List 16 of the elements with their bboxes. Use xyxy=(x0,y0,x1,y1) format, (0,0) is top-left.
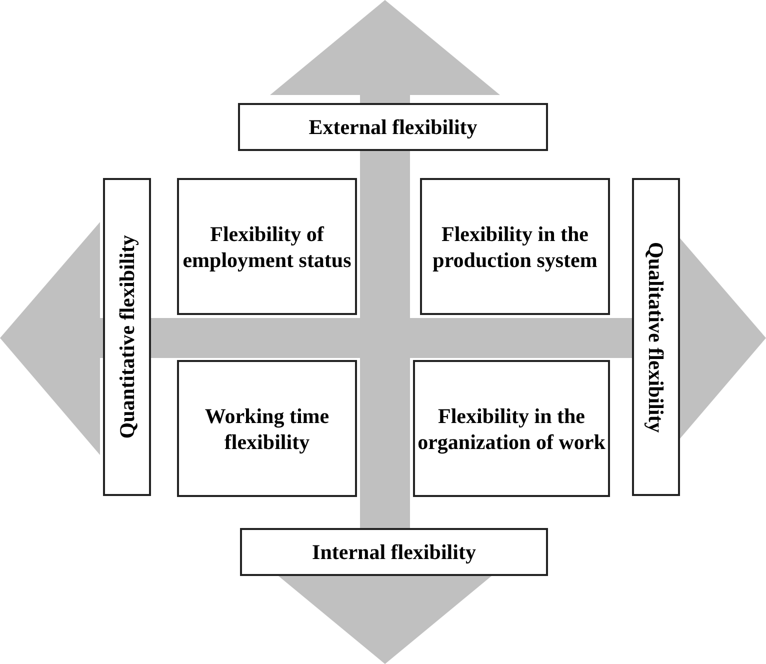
label-box xyxy=(632,178,680,496)
label-box xyxy=(240,528,548,576)
box-label: Flexibility in the production system xyxy=(432,220,598,272)
box-label: Flexibility in the organization of work xyxy=(416,402,606,454)
box-label: Quantitative flexibility xyxy=(114,235,140,439)
label-box xyxy=(103,178,151,496)
box-label: Flexibility of employment status xyxy=(182,220,352,272)
label-box xyxy=(413,360,610,497)
box-label: Internal flexibility xyxy=(312,539,476,565)
label-box xyxy=(177,360,357,497)
label-box xyxy=(177,178,357,315)
label-box xyxy=(238,103,548,151)
box-label: Qualitative flexibility xyxy=(643,242,669,432)
box-label: Working time flexibility xyxy=(204,402,330,454)
box-label: External flexibility xyxy=(308,114,478,140)
label-box xyxy=(420,178,610,315)
